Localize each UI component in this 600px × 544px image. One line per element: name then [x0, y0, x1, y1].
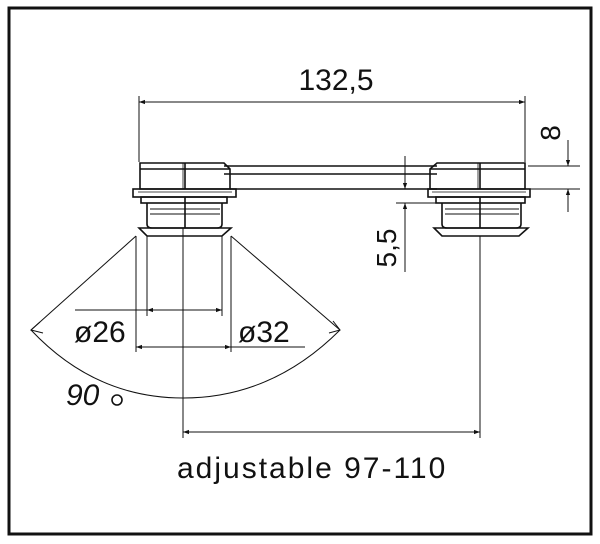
foot-height-label: 5,5 — [371, 229, 402, 268]
adjustable-range-label: adjustable 97-110 — [177, 452, 447, 485]
drawing-frame — [7, 6, 593, 536]
inner-diameter-label: ø26 — [74, 316, 126, 349]
angle-label: 90 — [66, 379, 100, 412]
plate-thickness-label: 8 — [535, 125, 566, 141]
degree-symbol — [111, 394, 123, 406]
clamp-body — [132, 162, 531, 237]
dimension-lines — [29, 96, 580, 438]
overall-length-label: 132,5 — [298, 64, 373, 97]
outer-diameter-label: ø32 — [238, 316, 290, 349]
